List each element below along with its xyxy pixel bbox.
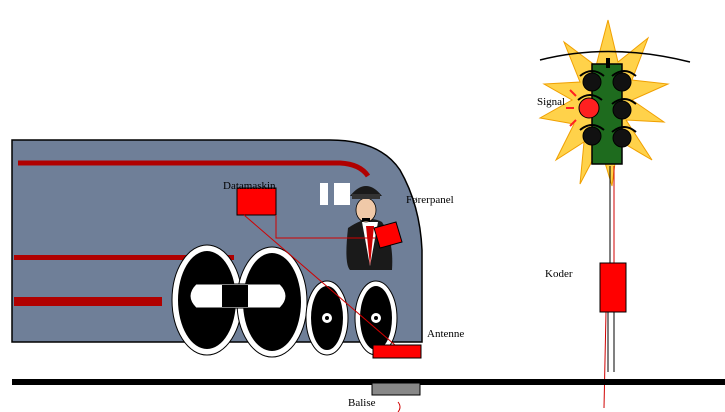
train-wheel-3 bbox=[305, 280, 349, 356]
signal-lamp-bottom-right bbox=[612, 128, 632, 148]
train-coupling-rod bbox=[189, 283, 287, 309]
signal-lamp-bottom-left bbox=[582, 126, 602, 146]
label-datamaskin: Datamaskin bbox=[223, 180, 276, 192]
rail bbox=[12, 379, 725, 385]
train-wiring bbox=[243, 214, 396, 346]
train-stripe-top bbox=[18, 160, 371, 178]
train-window-1 bbox=[320, 183, 328, 205]
signal-lamp-top-right bbox=[612, 72, 632, 92]
signal-lamp-top-left bbox=[582, 72, 602, 92]
signal-lamp-mid-right bbox=[612, 100, 632, 120]
train-icon bbox=[11, 139, 423, 358]
balise-box bbox=[371, 382, 421, 396]
train-wheel-4 bbox=[354, 280, 398, 356]
balise-cable bbox=[397, 401, 401, 412]
train-stripe-low bbox=[14, 297, 162, 306]
label-antenne: Antenne bbox=[427, 328, 465, 340]
train-stripe-mid bbox=[14, 255, 234, 260]
train-window-2 bbox=[334, 183, 350, 205]
datamaskin-box bbox=[236, 187, 277, 216]
koder-box bbox=[599, 262, 627, 313]
label-signal: Signal bbox=[537, 96, 566, 108]
traffic-signal-icon bbox=[566, 58, 637, 165]
signal-lamp-mid-left bbox=[578, 97, 600, 119]
label-forerpanel: Førerpanel bbox=[406, 194, 454, 206]
signal-suspension-wire bbox=[539, 50, 691, 63]
label-koder: Koder bbox=[545, 268, 573, 280]
signal-cabling bbox=[603, 166, 615, 409]
driver-icon bbox=[346, 186, 393, 270]
label-balise: Balise bbox=[348, 397, 376, 409]
forerpanel-box bbox=[373, 221, 403, 249]
antenne-box bbox=[372, 344, 422, 359]
